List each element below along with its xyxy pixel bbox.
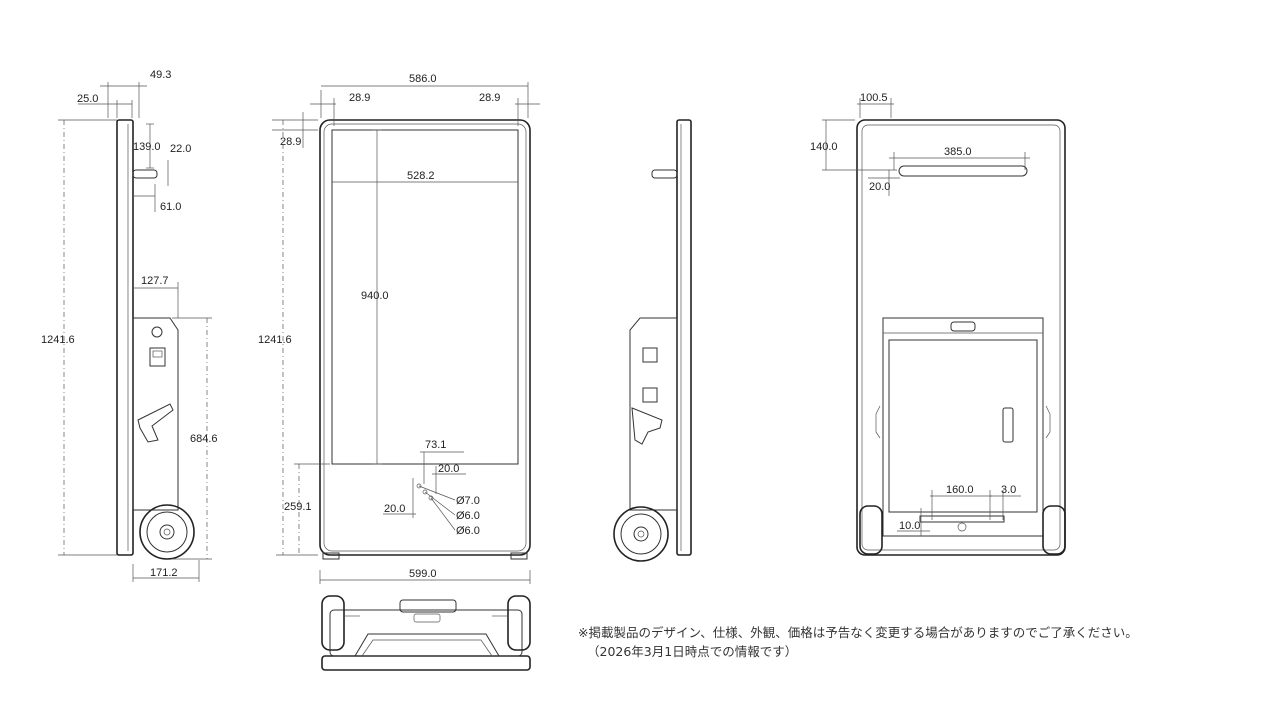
dim-139-0: 139.0 xyxy=(133,141,161,153)
dim-259-1: 259.1 xyxy=(284,501,312,513)
dim-phi-6-0-a: Ø6.0 xyxy=(456,510,480,522)
dim-20-0-back: 20.0 xyxy=(869,181,890,193)
dim-385-0: 385.0 xyxy=(944,146,972,158)
dim-160-0: 160.0 xyxy=(946,484,974,496)
front-view: 586.0 28.9 28.9 28.9 528.2 940.0 1241.6 … xyxy=(258,73,540,584)
dim-599-0: 599.0 xyxy=(409,568,437,580)
dim-28-9-top: 28.9 xyxy=(280,136,301,148)
side-view-right xyxy=(613,119,692,562)
dim-73-1: 73.1 xyxy=(425,439,446,451)
back-view: 100.5 140.0 385.0 20.0 160.0 3.0 10.0 xyxy=(810,92,1066,556)
dim-20-0-b: 20.0 xyxy=(384,503,405,515)
dim-127-7: 127.7 xyxy=(141,275,169,287)
bottom-view xyxy=(321,595,531,671)
dim-phi-6-0-b: Ø6.0 xyxy=(456,525,480,537)
dim-1241-6-front: 1241.6 xyxy=(258,334,292,346)
dim-171-2: 171.2 xyxy=(150,567,178,579)
dim-684-6: 684.6 xyxy=(190,433,218,445)
disclaimer-note: ※掲載製品のデザイン、仕様、外観、価格は予告なく変更する場合がありますのでご了承… xyxy=(578,625,1138,640)
dim-28-9-right: 28.9 xyxy=(479,92,500,104)
dim-1241-6-side: 1241.6 xyxy=(41,334,75,346)
dim-61-0: 61.0 xyxy=(160,201,181,213)
dim-586-0: 586.0 xyxy=(409,73,437,85)
dim-22-0: 22.0 xyxy=(170,143,191,155)
dim-140-0: 140.0 xyxy=(810,141,838,153)
dim-49-3: 49.3 xyxy=(150,69,171,81)
dim-3-0: 3.0 xyxy=(1001,484,1016,496)
side-view-left: 1241.6 49.3 25.0 139.0 22.0 61.0 127.7 6… xyxy=(41,69,218,582)
dim-940-0: 940.0 xyxy=(361,290,389,302)
dim-10-0: 10.0 xyxy=(899,520,920,532)
dim-phi-7-0: Ø7.0 xyxy=(456,495,480,507)
dim-28-9-left: 28.9 xyxy=(349,92,370,104)
dim-20-0-a: 20.0 xyxy=(438,463,459,475)
date-note: （2026年3月1日時点での情報です） xyxy=(587,644,798,659)
dim-25-0: 25.0 xyxy=(77,93,98,105)
dim-528-2: 528.2 xyxy=(407,170,435,182)
dim-100-5: 100.5 xyxy=(860,92,888,104)
